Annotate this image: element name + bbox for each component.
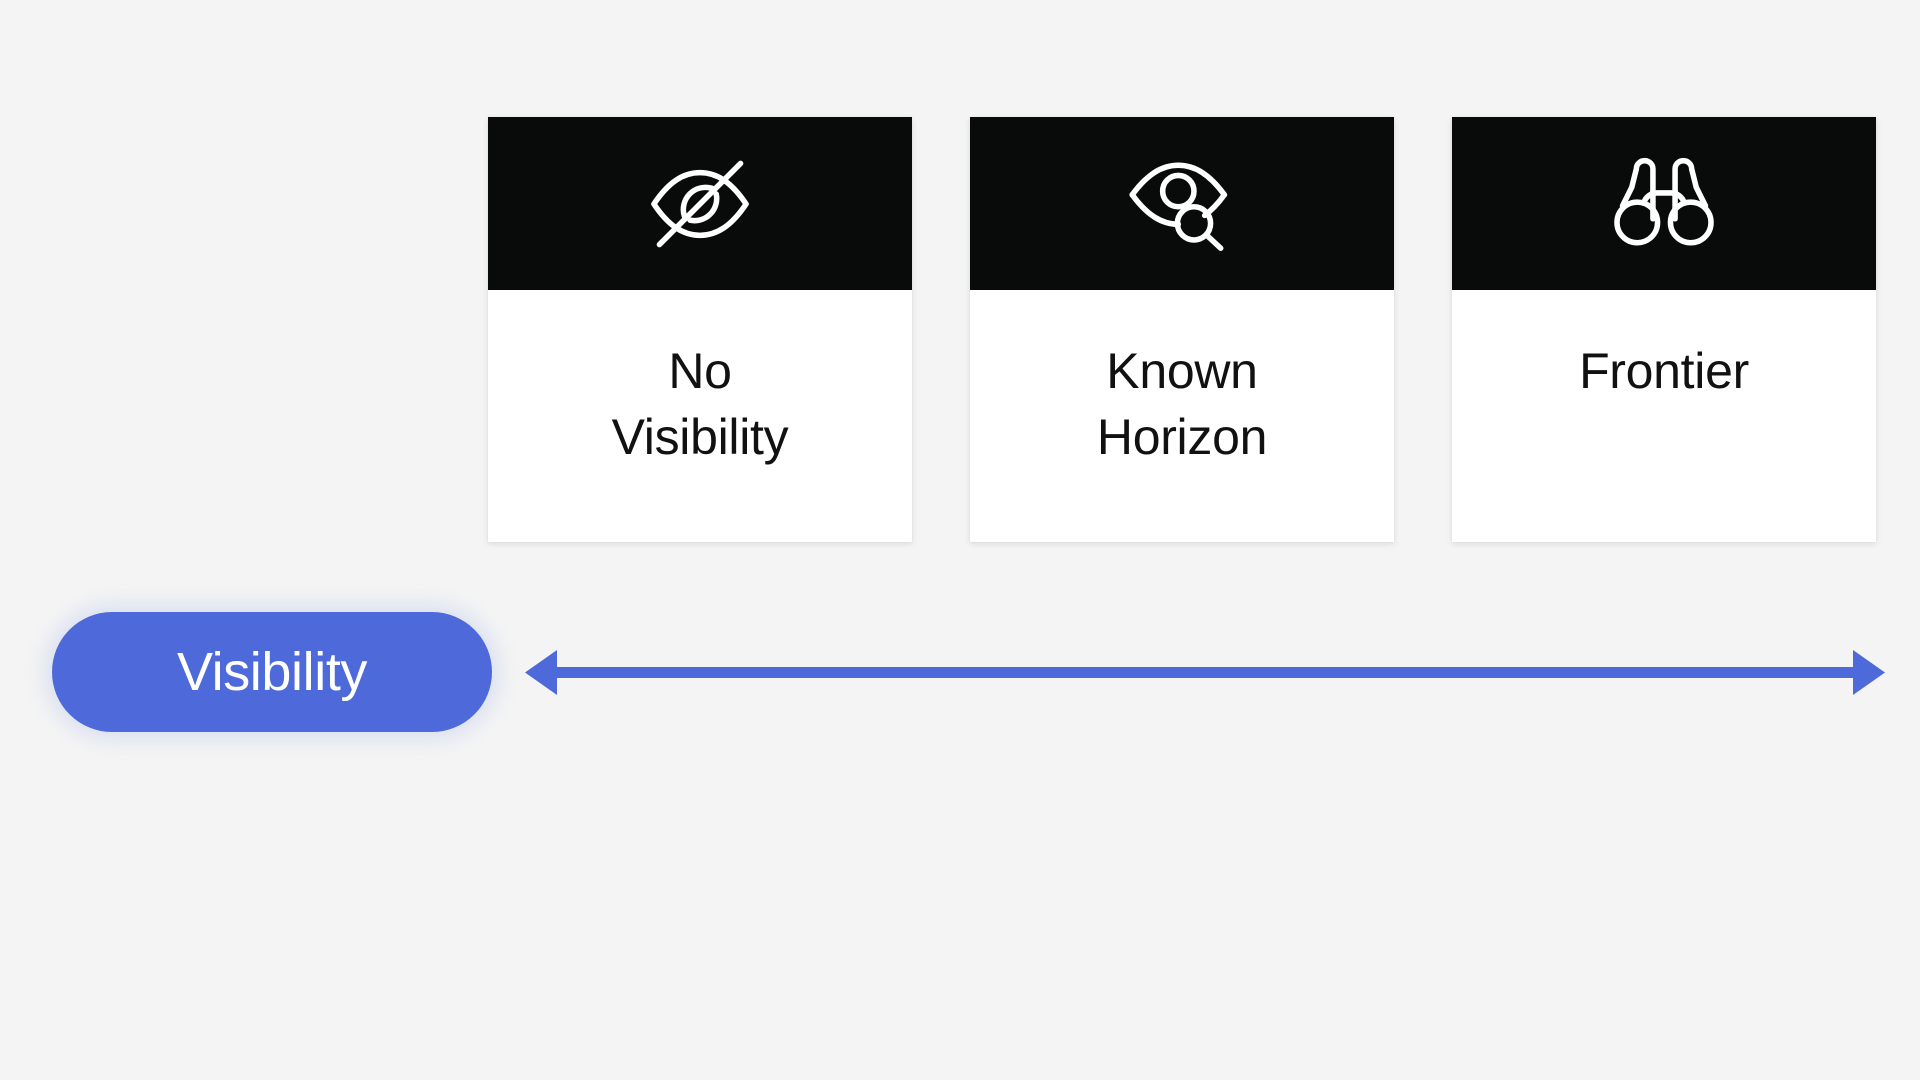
card-no-visibility[interactable]: No Visibility bbox=[488, 117, 912, 542]
axis-arrow bbox=[525, 644, 1885, 700]
card-body: No Visibility bbox=[488, 290, 912, 542]
eye-search-icon bbox=[1129, 162, 1228, 251]
card-known-horizon[interactable]: Known Horizon bbox=[970, 117, 1394, 542]
visibility-card-row: No Visibility Known Horizon bbox=[488, 117, 1876, 542]
double-headed-arrow-icon bbox=[525, 650, 1885, 695]
card-label: Frontier bbox=[1579, 343, 1749, 399]
eye-off-icon bbox=[651, 160, 749, 247]
axis-pill-visibility[interactable]: Visibility bbox=[52, 612, 492, 732]
card-label: Known Horizon bbox=[1096, 343, 1268, 465]
card-frontier[interactable]: Frontier bbox=[1452, 117, 1876, 542]
visibility-axis-row: Visibility bbox=[0, 612, 1920, 732]
card-icon-panel bbox=[970, 117, 1394, 290]
card-body: Frontier bbox=[1452, 290, 1876, 542]
card-icon-panel bbox=[1452, 117, 1876, 290]
card-icon-panel bbox=[488, 117, 912, 290]
card-label: No Visibility bbox=[611, 343, 789, 465]
axis-pill-label: Visibility bbox=[176, 642, 368, 702]
card-body: Known Horizon bbox=[970, 290, 1394, 542]
binoculars-icon bbox=[1614, 157, 1714, 245]
